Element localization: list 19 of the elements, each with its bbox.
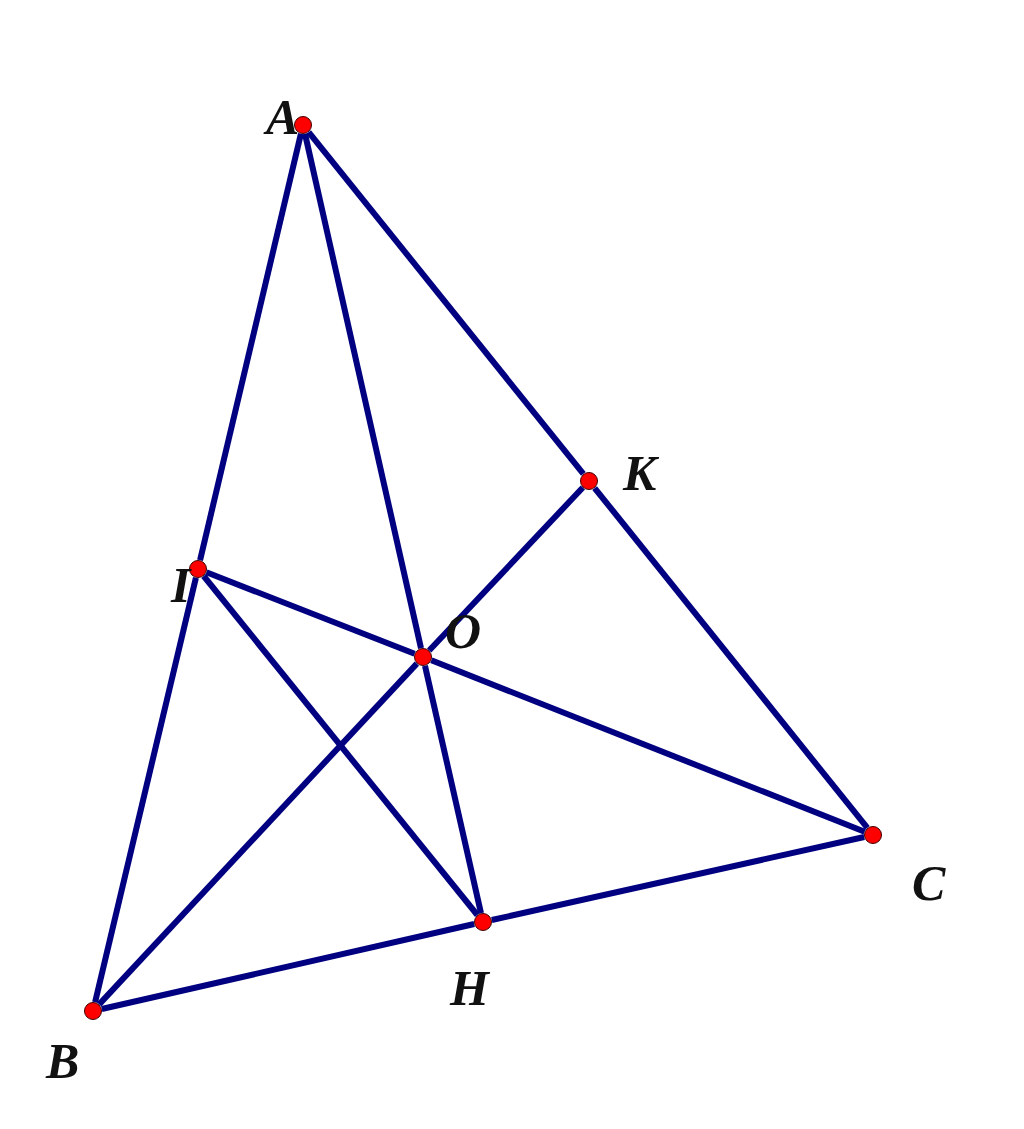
point-label: B xyxy=(46,1036,80,1086)
line-segment xyxy=(92,577,199,1003)
point-label: K xyxy=(623,448,657,498)
line-segment xyxy=(96,661,420,1007)
line-segment xyxy=(491,834,865,923)
line-segment xyxy=(201,574,480,917)
line-segment xyxy=(422,665,484,914)
point-label: C xyxy=(912,858,946,908)
line-segment xyxy=(101,921,475,1012)
line-segment xyxy=(302,133,424,649)
line-segment xyxy=(197,133,304,561)
line-segment xyxy=(306,130,586,476)
line-segment xyxy=(592,486,870,830)
line-segment xyxy=(205,569,416,657)
point-label: I xyxy=(171,560,191,610)
point-label: H xyxy=(450,963,489,1013)
line-segment xyxy=(427,485,585,653)
point-label: O xyxy=(445,606,482,656)
line-segment xyxy=(430,657,866,835)
